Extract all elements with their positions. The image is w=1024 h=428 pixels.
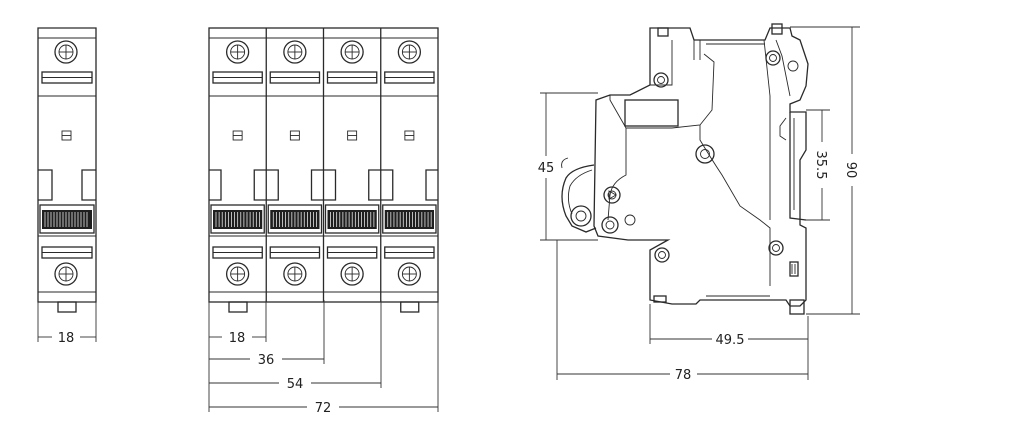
dim-label-49-5: 49.5 [716,333,745,348]
terminal-screw-icon [225,262,250,286]
single-pole-front-view: 18 [37,27,97,346]
four-pole-dimensions: 18 36 54 72 [208,300,439,416]
pole-2 [265,28,324,302]
rivet-icon [768,240,784,256]
dim-label-90: 90 [843,162,858,179]
terminal-screw-icon [225,40,250,64]
dim-label-36: 36 [258,353,275,368]
terminal-screw-icon [54,40,78,64]
rivet-icon [603,186,621,204]
dim-45: 45 [538,92,598,241]
terminal-screw-icon [283,262,307,286]
rivet-icon [695,144,715,164]
dim-49-5: 49.5 [649,304,809,348]
dim-78: 78 [556,240,809,383]
terminal-screw-icon [397,40,422,64]
dim-label-18: 18 [229,331,246,346]
rivet-icon [654,247,670,263]
dim-label-54: 54 [287,377,304,392]
dim-label-18-single: 18 [58,331,75,346]
dim-label-35-5: 35.5 [813,151,828,180]
toggle-lever-icon [561,157,597,233]
dim-label-72: 72 [315,401,332,416]
terminal-screw-icon [397,262,422,286]
terminal-screw-icon [340,40,364,64]
terminal-screw-icon [340,262,364,286]
dim-35-5: 35.5 [806,109,830,221]
single-width-dimension: 18 [37,302,97,346]
rivet-icon [653,72,669,88]
rivet-icon [601,216,619,234]
dim-label-45: 45 [538,161,555,176]
pole-4 [380,28,438,302]
side-view: 45 35.5 90 49.5 [538,23,860,383]
four-pole-front-view [208,27,439,313]
rivet-icon [765,50,781,66]
terminal-screw-icon [54,262,78,286]
dim-label-78: 78 [675,368,692,383]
pole-1 [209,40,267,286]
pole-3 [322,28,381,302]
dim-90: 90 [790,26,860,315]
terminal-screw-icon [283,40,307,64]
